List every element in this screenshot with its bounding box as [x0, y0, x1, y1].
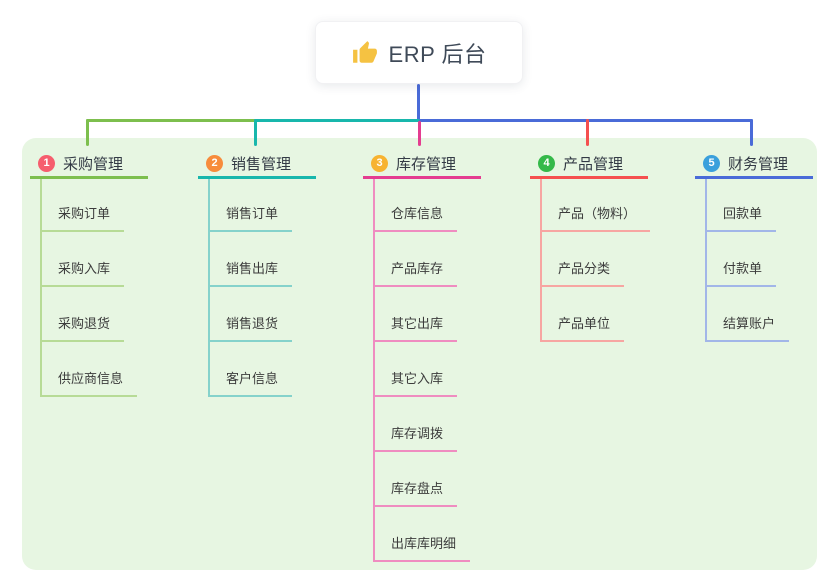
branch-item-label: 回款单: [723, 206, 763, 221]
branch-index-badge: 3: [371, 154, 388, 172]
branch-item[interactable]: 供应商信息: [40, 359, 138, 397]
branch-item-label: 采购入库: [58, 261, 111, 276]
branch-item-label: 采购退货: [58, 316, 111, 331]
branch-subtree-line: [373, 179, 375, 562]
branch-header[interactable]: 3 库存管理: [363, 150, 481, 179]
connector-root-stem: [417, 84, 420, 122]
branch-item-label: 库存盘点: [391, 481, 444, 496]
branch-item-label: 供应商信息: [58, 371, 124, 386]
branch-item-label: 仓库信息: [391, 206, 444, 221]
branch-subtree-line: [40, 179, 42, 397]
connector-drop-finance: [750, 119, 753, 146]
branch-header[interactable]: 5 财务管理: [695, 150, 813, 179]
branch-item[interactable]: 采购退货: [40, 304, 125, 342]
branch-item[interactable]: 销售订单: [208, 194, 293, 232]
branch-item[interactable]: 客户信息: [208, 359, 293, 397]
branch-item[interactable]: 付款单: [705, 249, 777, 287]
branch-subtree-line: [705, 179, 707, 342]
branch-item-label: 付款单: [723, 261, 763, 276]
thumbs-up-icon: [352, 40, 377, 63]
branch-index-badge: 5: [703, 154, 720, 172]
branch-header[interactable]: 2 销售管理: [198, 150, 316, 179]
branch-index-badge: 1: [38, 154, 55, 172]
connector-drop-purchase: [86, 119, 89, 146]
branch-item-label: 采购订单: [58, 206, 111, 221]
branch-subtree-line: [540, 179, 542, 342]
branch-item[interactable]: 库存盘点: [373, 469, 458, 507]
branch-item-label: 销售出库: [226, 261, 279, 276]
connector-drop-sales: [254, 119, 257, 146]
branch-item[interactable]: 仓库信息: [373, 194, 458, 232]
connector-bus-segment-teal: [254, 119, 421, 122]
branch-item[interactable]: 产品分类: [540, 249, 625, 287]
branch-header[interactable]: 4 产品管理: [530, 150, 648, 179]
root-node[interactable]: ERP 后台: [315, 21, 523, 84]
branch-item[interactable]: 结算账户: [705, 304, 790, 342]
branch-item[interactable]: 回款单: [705, 194, 777, 232]
branches-panel: [22, 138, 817, 570]
branch-item-label: 产品库存: [391, 261, 444, 276]
branch-item[interactable]: 销售退货: [208, 304, 293, 342]
branch-label: 采购管理: [63, 155, 124, 173]
branch-item-label: 库存调拨: [391, 426, 444, 441]
branch-item-label: 产品单位: [558, 316, 611, 331]
branch-item[interactable]: 采购入库: [40, 249, 125, 287]
branch-item[interactable]: 其它出库: [373, 304, 458, 342]
branch-item[interactable]: 产品单位: [540, 304, 625, 342]
branch-item[interactable]: 采购订单: [40, 194, 125, 232]
branch-subtree-line: [208, 179, 210, 397]
connector-drop-product: [586, 119, 589, 146]
branch-item[interactable]: 产品库存: [373, 249, 458, 287]
branch-label: 销售管理: [231, 155, 292, 173]
branch-label: 库存管理: [396, 155, 457, 173]
branch-item-label: 其它出库: [391, 316, 444, 331]
branch-item-label: 结算账户: [723, 316, 776, 331]
branch-item[interactable]: 出库库明细: [373, 524, 471, 562]
branch-item-label: 出库库明细: [391, 536, 457, 551]
connector-drop-inventory: [418, 121, 421, 146]
branch-item-label: 销售退货: [226, 316, 279, 331]
branch-label: 财务管理: [728, 155, 789, 173]
branch-item[interactable]: 其它入库: [373, 359, 458, 397]
root-title: ERP 后台: [388, 41, 487, 67]
branch-item-label: 销售订单: [226, 206, 279, 221]
branch-index-badge: 4: [538, 154, 555, 172]
branch-label: 产品管理: [563, 155, 624, 173]
branch-item[interactable]: 库存调拨: [373, 414, 458, 452]
branch-header[interactable]: 1 采购管理: [30, 150, 148, 179]
branch-item-label: 产品分类: [558, 261, 611, 276]
branch-item-label: 其它入库: [391, 371, 444, 386]
connector-bus-segment-green: [86, 119, 256, 122]
branch-item[interactable]: 产品（物料）: [540, 194, 651, 232]
branch-item-label: 客户信息: [226, 371, 279, 386]
branch-item[interactable]: 销售出库: [208, 249, 293, 287]
branch-item-label: 产品（物料）: [558, 206, 637, 221]
branch-index-badge: 2: [206, 154, 223, 172]
